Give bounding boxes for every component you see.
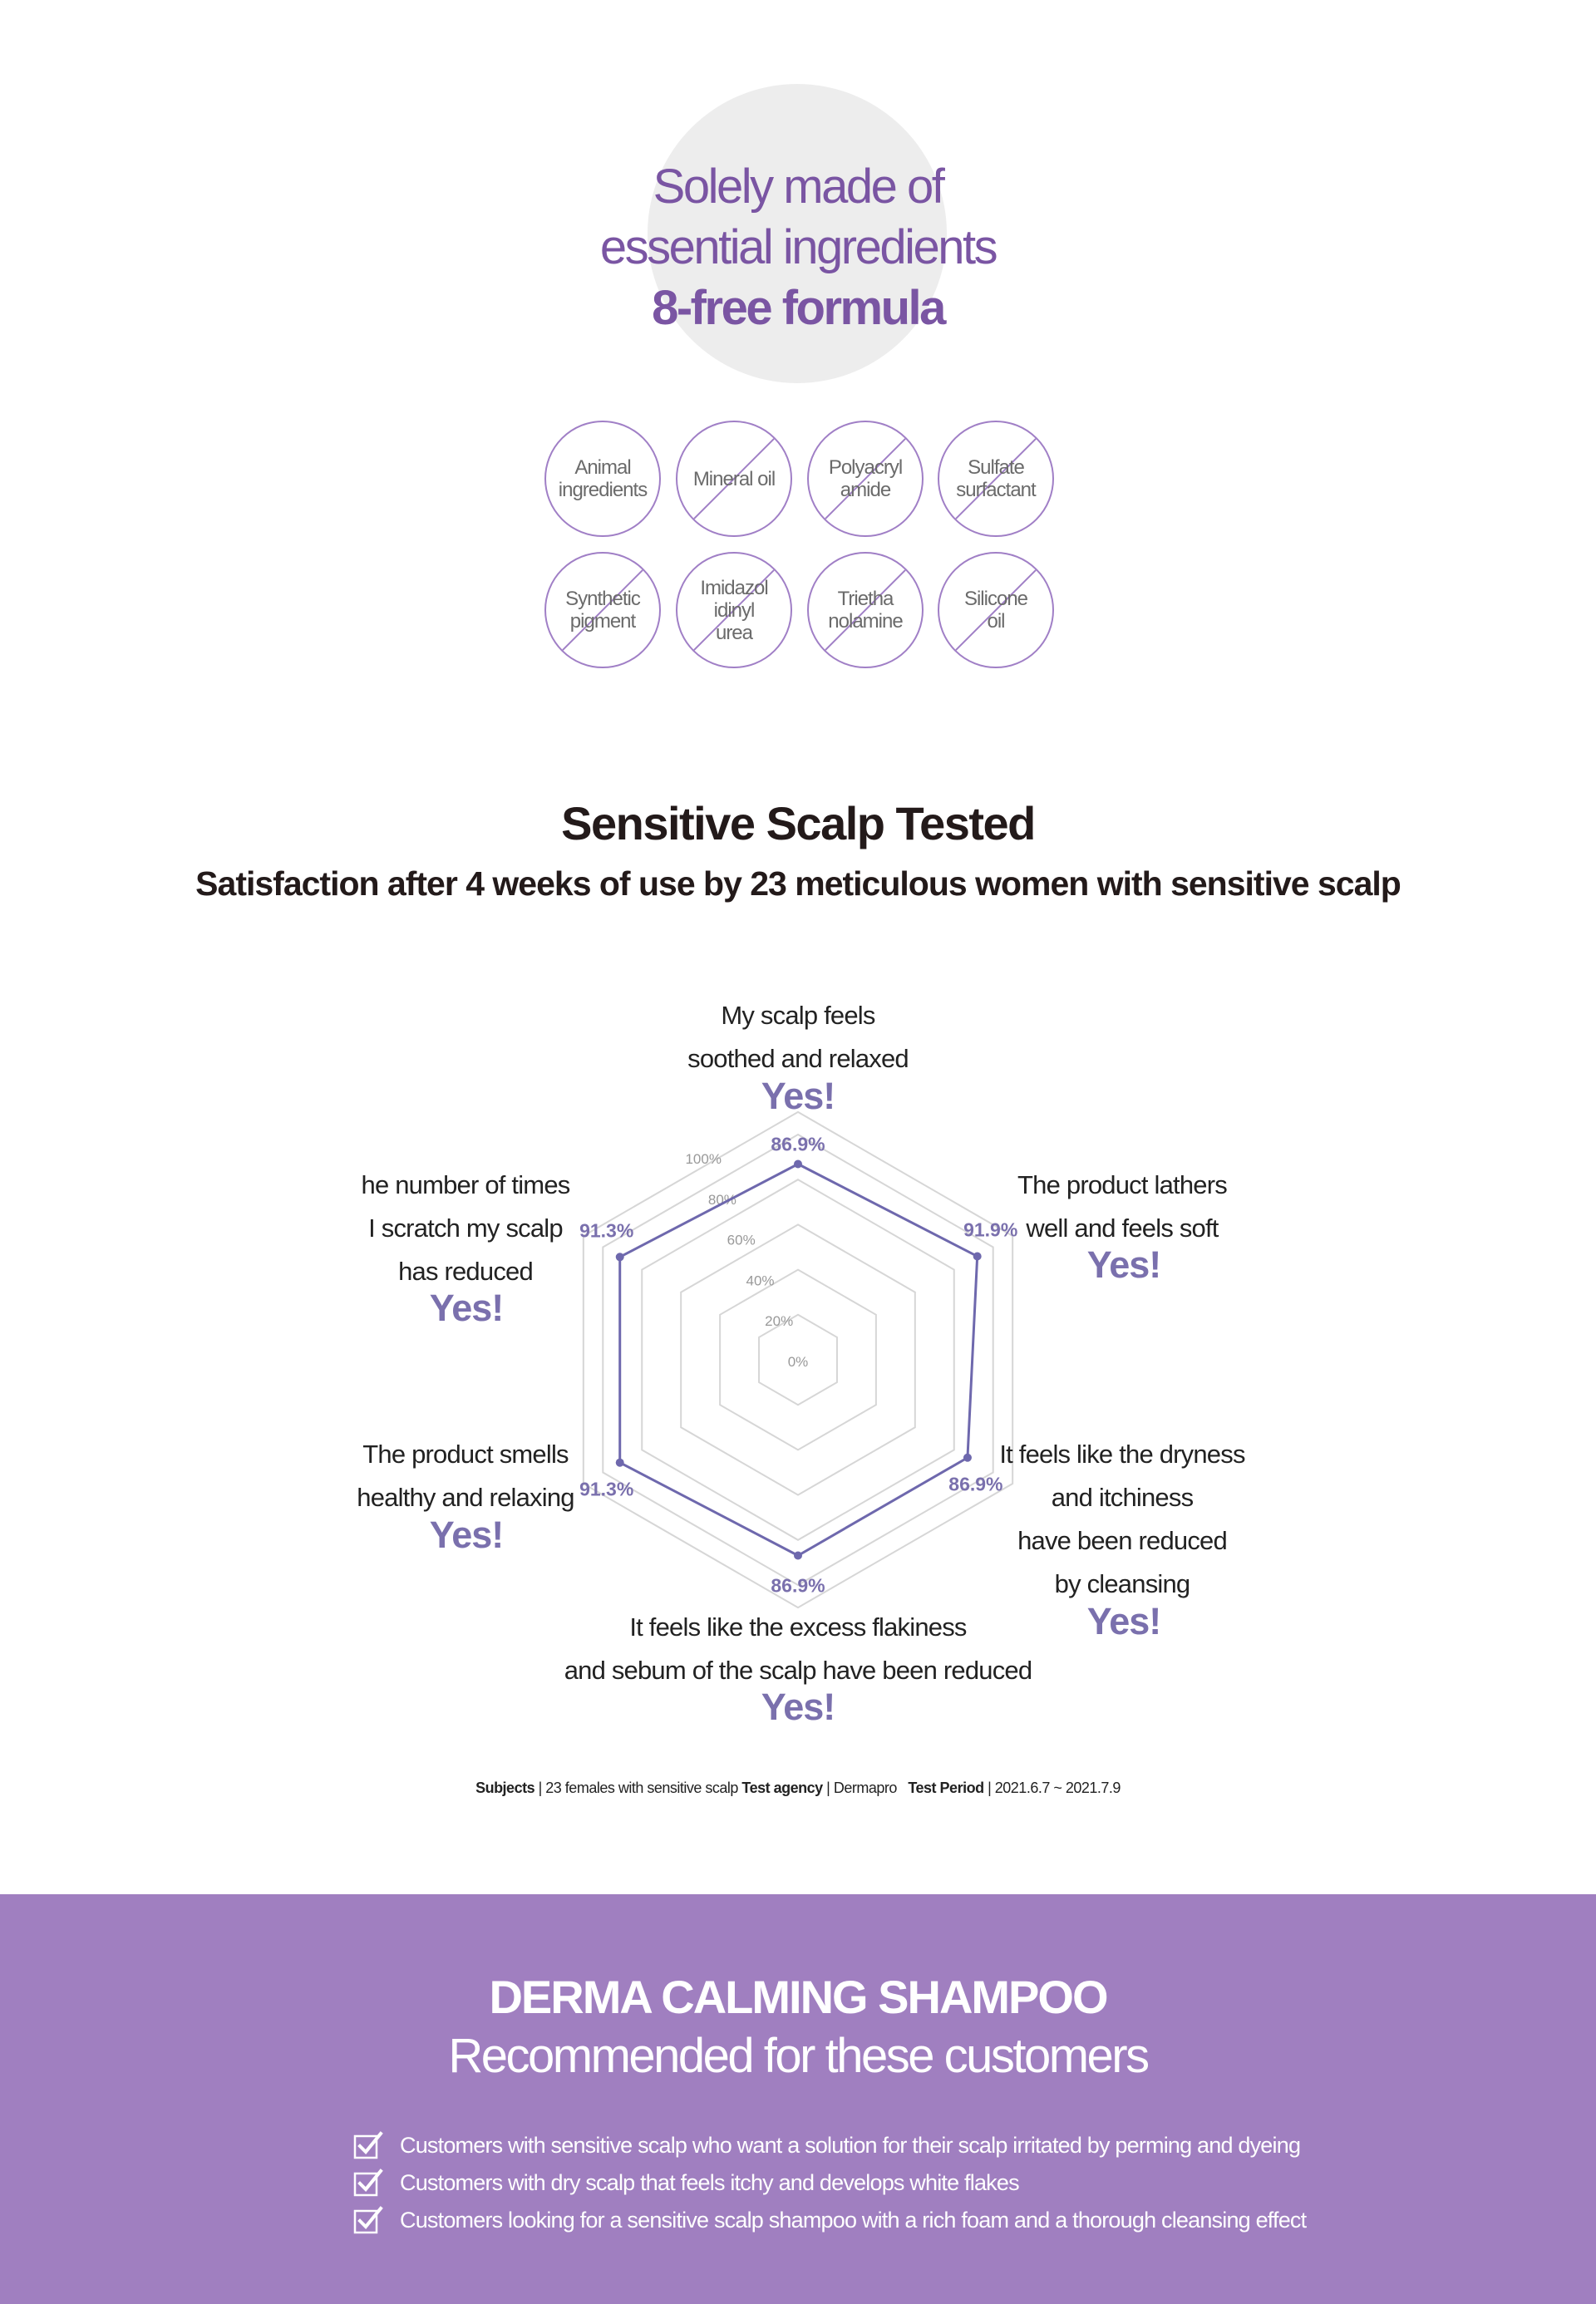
yes-label-top-left: Yes! (429, 1287, 505, 1329)
tested-subtitle: Satisfaction after 4 weeks of use by 23 … (195, 864, 1401, 903)
data-value-label: 91.3% (579, 1219, 633, 1241)
recommendation-band (0, 1894, 1596, 2304)
free-item-triethanolamine: Trietha nolamine (807, 552, 924, 668)
statement-bottom-right: It feels like the dryness and itchiness … (999, 1440, 1245, 1598)
grid-ring (582, 1110, 1014, 1609)
free-item-label: Sulfate surfactant (956, 456, 1036, 501)
statement-top: My scalp feels soothed and relaxed (687, 1001, 909, 1073)
data-value-label: 91.9% (963, 1219, 1017, 1241)
radial-tick-label: 80% (708, 1192, 736, 1208)
tested-title: Sensitive Scalp Tested (561, 797, 1036, 849)
free-item-label: Silicone oil (963, 588, 1028, 633)
period-value: | 2021.6.7 ~ 2021.7.9 (988, 1780, 1121, 1796)
statement-top-left: he number of times I scratch my scalp ha… (361, 1170, 571, 1286)
statement-bottom: It feels like the excess flakiness and s… (564, 1612, 1032, 1685)
data-point (963, 1453, 972, 1462)
yes-label-bottom-left: Yes! (429, 1514, 505, 1556)
free-item-label: Animal ingredients (558, 456, 648, 501)
free-item-label: Imidazol idinyl urea (700, 576, 768, 644)
hero-line-3: 8-free formula (652, 281, 946, 335)
free-item-synthetic-pigment: Synthetic pigment (544, 552, 661, 668)
yes-label-top-right: Yes! (1086, 1243, 1162, 1286)
grid-ring (680, 1223, 916, 1496)
yes-label-top: Yes! (761, 1075, 836, 1117)
grid-ring (641, 1179, 955, 1541)
radar-chart: 0% 20% 40% 60% 80% 100% 86.9% 91.9% 86.9% 86.9% 91… (579, 1110, 1017, 1609)
band-title: DERMA CALMING SHAMPOO (489, 1971, 1108, 2023)
subjects-label: Subjects (475, 1780, 535, 1796)
band-subtitle: Recommended for these customers (448, 2029, 1150, 2083)
agency-value: | Dermapro (826, 1780, 897, 1796)
recommendation-item: Customers with dry scalp that feels itch… (353, 2166, 1020, 2199)
free-item-polyacrylamide: Polyacryl amide (807, 421, 924, 537)
hero-line-1: Solely made of (653, 160, 945, 214)
radial-tick-label: 0% (788, 1354, 809, 1370)
statement-bottom-left: The product smells healthy and relaxing (357, 1440, 574, 1512)
agency-label: Test agency (741, 1780, 823, 1796)
recommendation-text: Customers with dry scalp that feels itch… (400, 2169, 1020, 2195)
hero-line-2: essential ingredients (599, 220, 998, 274)
free-item-imidazolidinyl-urea: Imidazol idinyl urea (676, 552, 792, 668)
checkbox-icon (353, 2206, 383, 2234)
free-item-sulfate-surfactant: Sulfate surfactant (938, 421, 1054, 537)
data-value-label: 86.9% (771, 1134, 825, 1155)
grid-ring (719, 1268, 877, 1451)
data-value-label: 91.3% (579, 1479, 633, 1500)
free-item-label: Synthetic pigment (565, 588, 641, 633)
checkbox-icon (353, 2169, 383, 2197)
yes-label-bottom: Yes! (761, 1686, 836, 1728)
yes-label-bottom-right: Yes! (1086, 1600, 1162, 1642)
free-item-animal-ingredients: Animal ingredients (544, 421, 661, 537)
free-item-silicone-oil: Silicone oil (938, 552, 1054, 668)
recommendation-item: Customers looking for a sensitive scalp … (353, 2203, 1307, 2237)
data-value-label: 86.9% (948, 1474, 1002, 1495)
checkbox-icon (353, 2131, 383, 2159)
data-point (615, 1253, 624, 1262)
period-label: Test Period (908, 1780, 984, 1796)
hero-background-circle (648, 84, 947, 383)
data-point (615, 1458, 624, 1467)
free-item-label: Mineral oil (692, 467, 776, 490)
test-footnote: Subjects | 23 females with sensitive sca… (0, 1780, 1596, 1797)
radial-tick-label: 100% (685, 1151, 721, 1167)
hero-heading: Solely made of essential ingredients 8-f… (466, 156, 1130, 338)
data-point (794, 1159, 802, 1169)
grid-ring (602, 1133, 994, 1587)
statement-top-right: The product lathers well and feels soft (1017, 1170, 1228, 1243)
recommendation-text: Customers with sensitive scalp who want … (400, 2132, 1301, 2158)
recommendation-item: Customers with sensitive scalp who want … (353, 2129, 1301, 2162)
radial-tick-label: 20% (765, 1313, 793, 1329)
data-point (973, 1252, 982, 1261)
data-value-label: 86.9% (771, 1575, 825, 1597)
subjects-value: | 23 females with sensitive scalp (538, 1780, 739, 1796)
radial-tick-label: 40% (746, 1273, 774, 1288)
radial-tick-label: 60% (727, 1233, 756, 1248)
grid-ring (758, 1313, 838, 1406)
free-item-label: Trietha nolamine (828, 588, 903, 633)
free-item-mineral-oil: Mineral oil (676, 421, 792, 537)
data-point (794, 1551, 802, 1560)
recommendation-text: Customers looking for a sensitive scalp … (400, 2207, 1307, 2233)
free-item-label: Polyacryl amide (828, 456, 903, 501)
